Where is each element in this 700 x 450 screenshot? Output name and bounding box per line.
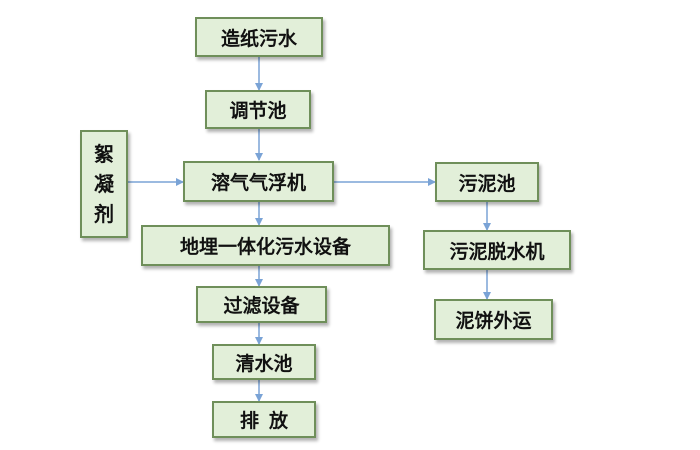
node-label: 污泥脱水机 xyxy=(449,240,545,263)
node-discharge: 排放 xyxy=(212,401,316,438)
node-label: 清水池 xyxy=(235,352,293,375)
node-label: 造纸污水 xyxy=(220,27,297,50)
node-label: 污泥池 xyxy=(458,172,516,195)
node-label-char: 剂 xyxy=(94,202,114,226)
node-regulating-tank: 调节池 xyxy=(205,90,311,129)
node-label-char: 凝 xyxy=(94,172,114,196)
node-label: 排放 xyxy=(239,410,298,432)
node-sludge-cake-transport: 泥饼外运 xyxy=(434,299,553,340)
node-papermaking-wastewater: 造纸污水 xyxy=(195,17,323,57)
node-label: 调节池 xyxy=(229,100,287,122)
node-label-char: 絮 xyxy=(94,142,114,166)
node-label: 地埋一体化污水设备 xyxy=(179,236,351,258)
node-filtration-equipment: 过滤设备 xyxy=(196,286,327,323)
node-label: 泥饼外运 xyxy=(455,310,532,332)
node-flocculant: 絮 凝 剂 xyxy=(80,130,128,238)
node-label: 过滤设备 xyxy=(223,295,300,317)
node-clear-water-tank: 清水池 xyxy=(212,344,316,380)
node-sludge-tank: 污泥池 xyxy=(435,162,539,202)
node-label: 溶气气浮机 xyxy=(210,172,306,194)
node-integrated-equipment: 地埋一体化污水设备 xyxy=(141,225,390,266)
node-sludge-dewatering: 污泥脱水机 xyxy=(423,230,571,270)
node-daf-machine: 溶气气浮机 xyxy=(183,161,334,202)
